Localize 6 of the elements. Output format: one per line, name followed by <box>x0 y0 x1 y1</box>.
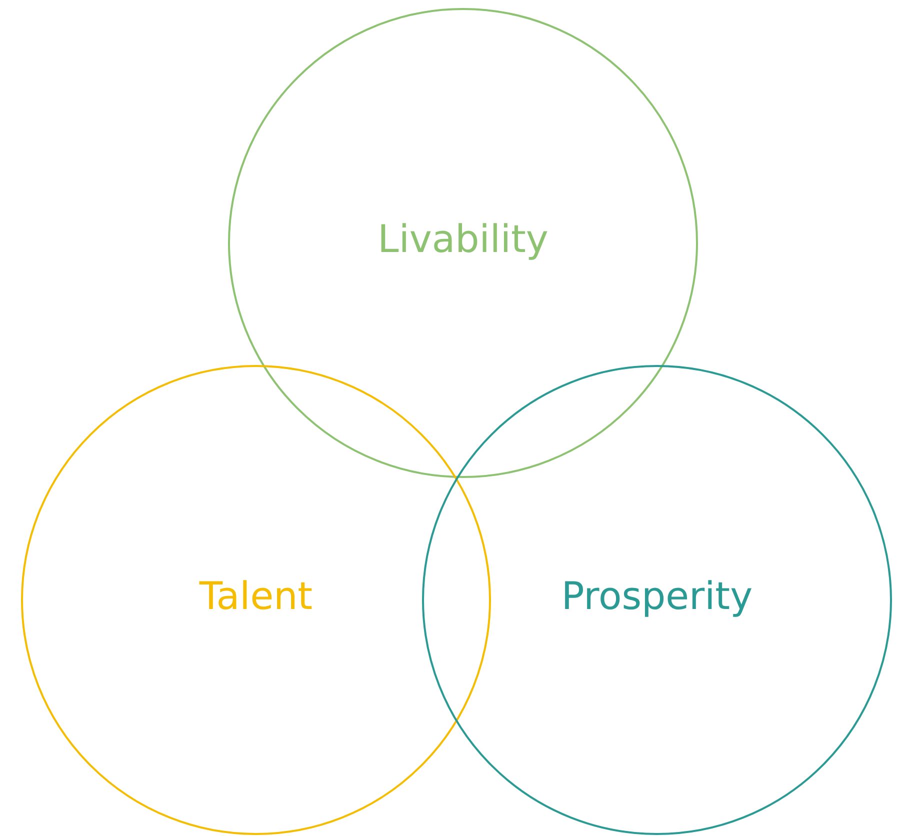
venn-circle <box>228 8 698 478</box>
circle-label: Livability <box>378 217 548 261</box>
circle-label: Talent <box>199 574 313 618</box>
venn-circle <box>422 365 892 835</box>
venn-circle <box>21 365 491 835</box>
circle-label: Prosperity <box>561 574 753 618</box>
